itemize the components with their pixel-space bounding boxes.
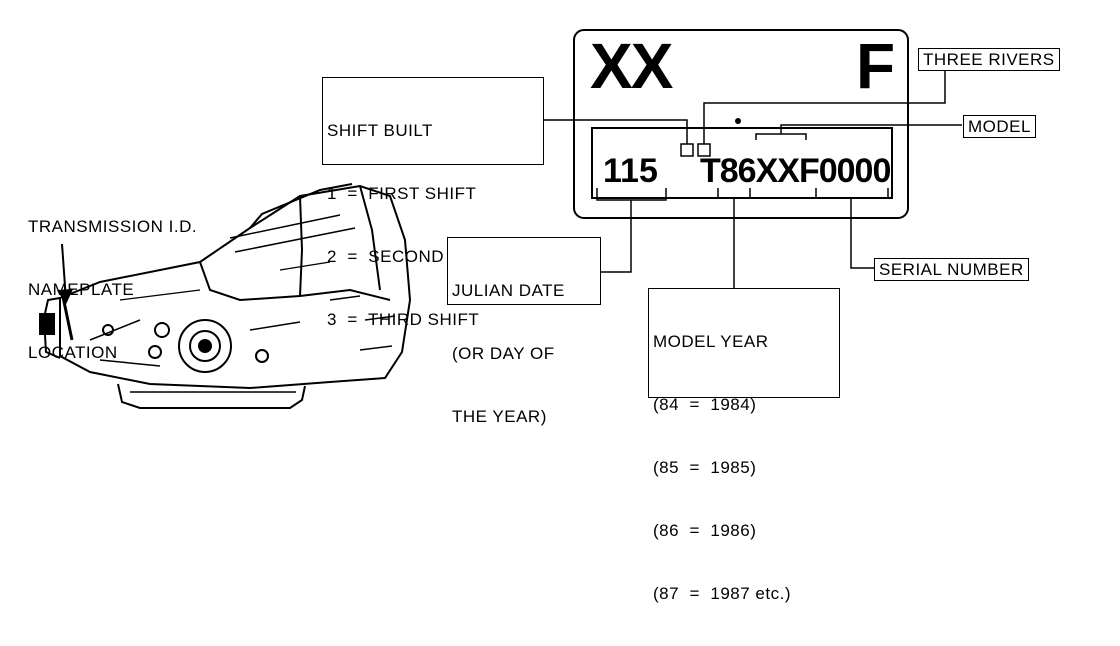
shift-built-line-3: 3 = THIRD SHIFT xyxy=(327,310,480,329)
plate-top-left-code: XX xyxy=(590,30,673,102)
plate-serial-code: T86XXF0000 xyxy=(700,152,891,190)
nameplate-diagram: TRANSMISSION I.D. NAMEPLATE LOCATION XX … xyxy=(28,29,1060,603)
model-callout: MODEL xyxy=(963,115,1036,138)
julian-date-line-3: THE YEAR) xyxy=(452,407,547,426)
location-line-2: NAMEPLATE xyxy=(28,280,135,299)
julian-date-line-2: (OR DAY OF xyxy=(452,344,555,363)
julian-date-callout: JULIAN DATE (OR DAY OF THE YEAR) xyxy=(447,237,601,426)
shift-built-line-1: 1 = FIRST SHIFT xyxy=(327,184,477,203)
nameplate-location-label: TRANSMISSION I.D. NAMEPLATE LOCATION xyxy=(28,174,197,405)
plate-julian-date: 115 xyxy=(603,152,658,190)
serial-number-callout: SERIAL NUMBER xyxy=(874,258,1029,281)
julian-date-line-1: JULIAN DATE xyxy=(452,281,565,300)
model-year-callout: MODEL YEAR (84 = 1984) (85 = 1985) (86 =… xyxy=(648,288,840,603)
shift-built-callout: SHIFT BUILT 1 = FIRST SHIFT 2 = SECOND S… xyxy=(322,77,544,329)
nameplate-outline xyxy=(573,29,909,219)
model-year-line-4: (87 = 1987 etc.) xyxy=(653,584,791,603)
shift-built-title: SHIFT BUILT xyxy=(327,121,433,140)
model-year-line-2: (85 = 1985) xyxy=(653,458,757,477)
location-line-3: LOCATION xyxy=(28,343,118,362)
transmission-illustration xyxy=(39,29,962,409)
three-rivers-callout: THREE RIVERS xyxy=(918,48,1060,71)
model-year-line-3: (86 = 1986) xyxy=(653,521,757,540)
location-line-1: TRANSMISSION I.D. xyxy=(28,217,198,236)
plate-top-right-code: F xyxy=(856,30,896,102)
model-year-line-1: (84 = 1984) xyxy=(653,395,757,414)
model-year-title: MODEL YEAR xyxy=(653,332,769,351)
